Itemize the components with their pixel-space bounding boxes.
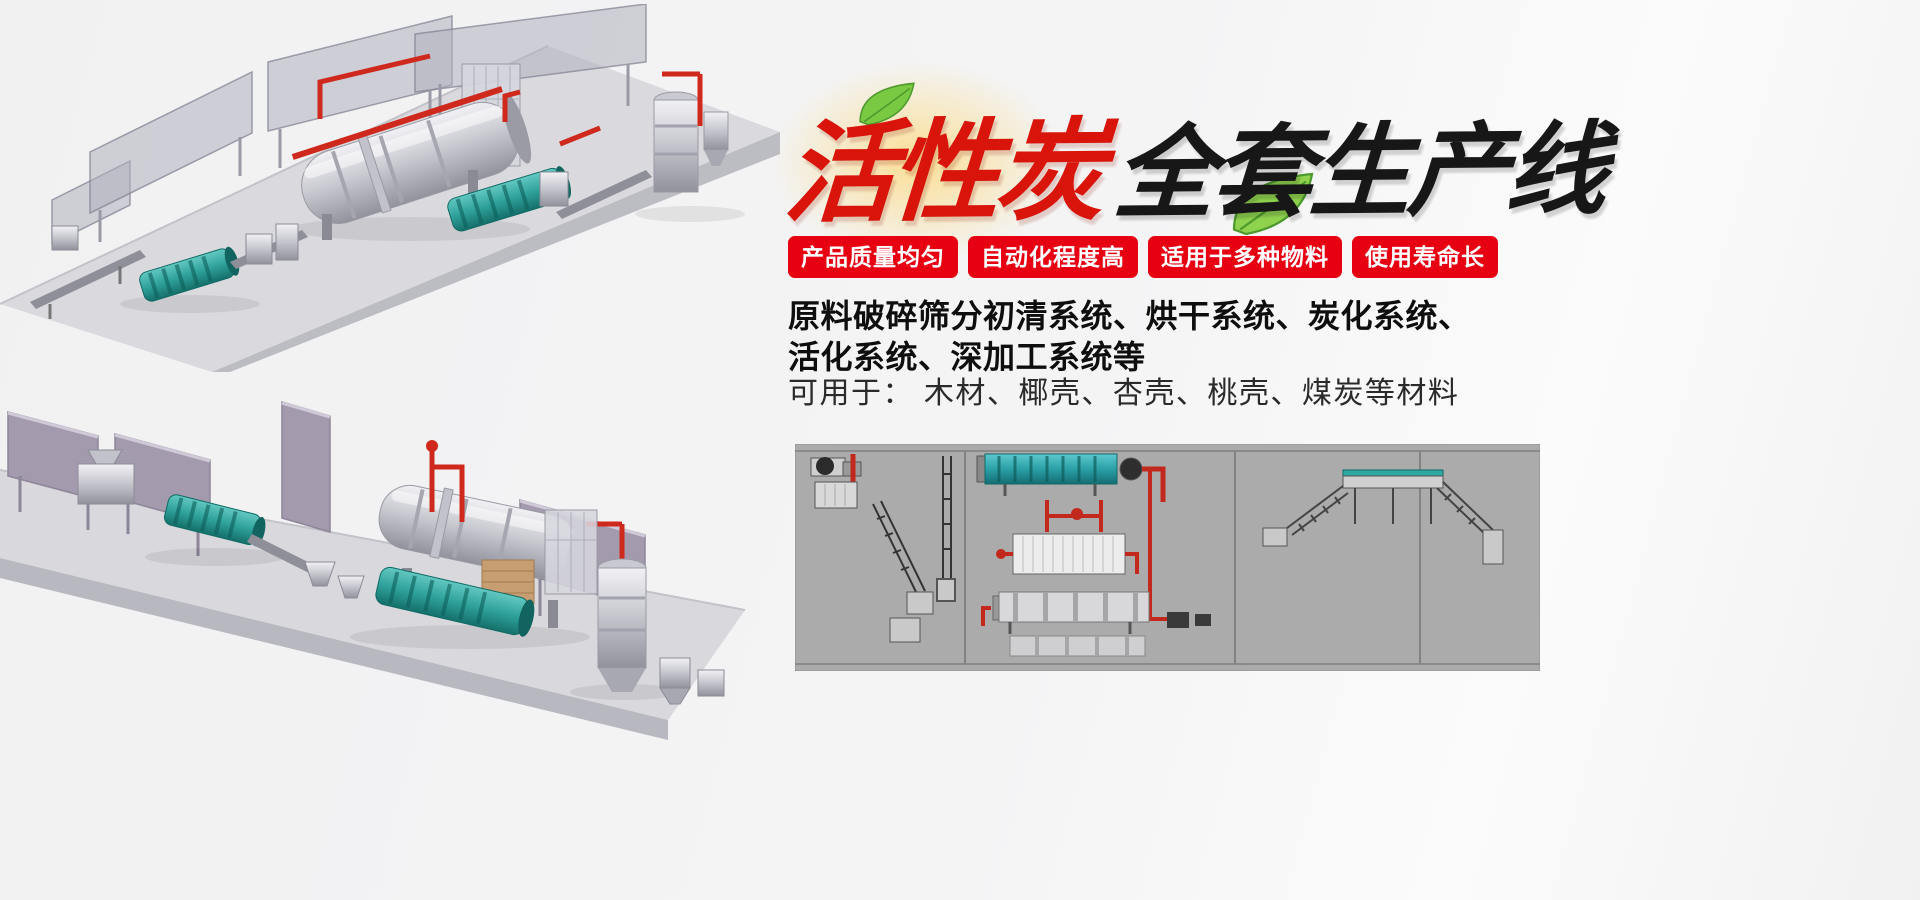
systems-description-line2: 活化系统、深加工系统等 (788, 339, 1146, 375)
feed-section (810, 454, 862, 509)
discharge-tanks (659, 657, 725, 705)
production-line-3d-svg-bottom (0, 401, 746, 740)
leaf-icon (1232, 172, 1314, 236)
feeder-box (1262, 527, 1288, 547)
activation-furnace (597, 558, 647, 692)
discharge-box (906, 591, 934, 615)
badge-materials: 适用于多种物料 (1148, 236, 1342, 278)
title-red-text: 活性炭 (781, 109, 1105, 236)
inclined-conveyor-right (1286, 481, 1494, 537)
title-glow (758, 52, 1078, 272)
pipe-valve (426, 440, 438, 452)
page-title: 活性炭全套生产线 (781, 76, 1610, 243)
inclined-conveyor-left (872, 500, 926, 595)
carbonization-drum (981, 591, 1150, 634)
elevator-box (1482, 529, 1504, 565)
pump (1071, 508, 1083, 520)
production-line-3d-image-top (0, 4, 782, 372)
systems-description: 原料破碎筛分初清系统、烘干系统、炭化系统、 活化系统、深加工系统等 (788, 296, 1471, 378)
badge-lifespan: 使用寿命长 (1352, 236, 1498, 278)
badge-quality: 产品质量均匀 (788, 236, 958, 278)
rotary-dryer-drum (291, 86, 532, 224)
discharge-box (889, 617, 921, 643)
applicable-materials: 可用于： 木材、椰壳、杏壳、桃壳、煤炭等材料 (788, 377, 1460, 410)
teal-dryer-drum (976, 453, 1166, 502)
teal-rotary-drum-left (163, 494, 266, 547)
red-piping (317, 53, 601, 147)
frame-tower (544, 509, 598, 595)
shadows (145, 548, 680, 700)
production-line-3d-svg-top (0, 4, 780, 372)
leaf-icon (859, 82, 915, 126)
badge-automation: 自动化程度高 (968, 236, 1138, 278)
drum-supports (322, 170, 478, 240)
carbonization-furnace (556, 71, 729, 219)
teal-rotary-drum-lower (375, 566, 535, 637)
transfer-conveyor (247, 534, 365, 599)
teal-rotary-drum-left (139, 246, 240, 302)
title-black-text: 全套生产线 (1110, 114, 1608, 231)
cooling-drum (1009, 612, 1211, 657)
crusher-box (77, 449, 135, 505)
finned-heat-exchanger (996, 533, 1139, 575)
hopper-and-boxes (51, 171, 569, 265)
systems-description-line1: 原料破碎筛分初清系统、烘干系统、炭化系统、 (788, 298, 1471, 334)
production-line-3d-image-bottom (0, 372, 752, 744)
layout-diagram-image (795, 444, 1540, 671)
layout-diagram-svg (795, 444, 1540, 671)
bucket-elevator (936, 456, 956, 602)
feature-badges: 产品质量均匀 自动化程度高 适用于多种物料 使用寿命长 (788, 236, 1498, 278)
packing-conveyor-right (1342, 469, 1444, 524)
